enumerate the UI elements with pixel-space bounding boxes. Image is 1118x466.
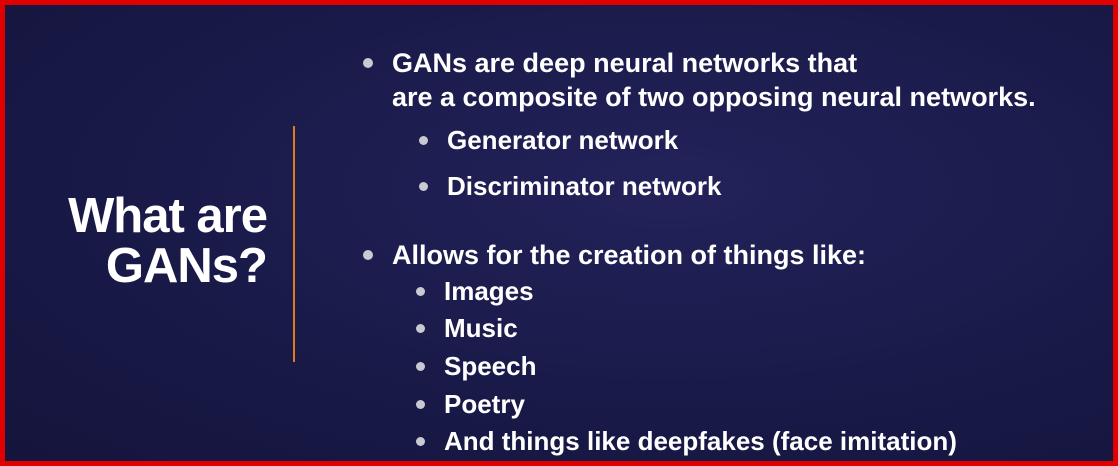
bullet-dot-icon xyxy=(363,58,373,68)
sub-item-text: Images xyxy=(444,276,534,306)
bullet-item-creation: Allows for the creation of things like: xyxy=(363,238,867,272)
sub-item-discriminator: Discriminator network xyxy=(419,170,722,202)
sub-bullet-dot-icon xyxy=(416,362,425,371)
bullet-item-gans-definition: GANs are deep neural networks that are a… xyxy=(363,46,1036,114)
sub-item-text: Speech xyxy=(444,351,537,381)
sub-bullet-dot-icon xyxy=(419,182,428,191)
slide-title-line-1: What are xyxy=(68,189,268,243)
sub-item-text: Poetry xyxy=(444,389,525,419)
bullet-text-line-2: are a composite of two opposing neural n… xyxy=(392,82,1036,112)
bullet-text-line-1: Allows for the creation of things like: xyxy=(392,240,867,270)
sub-bullet-dot-icon xyxy=(416,324,425,333)
sub-item-images: Images xyxy=(416,275,534,307)
sub-item-deepfakes: And things like deepfakes (face imitatio… xyxy=(416,425,957,457)
sub-bullet-dot-icon xyxy=(416,437,425,446)
sub-item-text: Discriminator network xyxy=(447,171,722,201)
sub-item-generator: Generator network xyxy=(419,124,679,156)
sub-item-poetry: Poetry xyxy=(416,388,525,420)
slide-title: What are GANs? xyxy=(5,189,268,293)
bullet-list: GANs are deep neural networks that are a… xyxy=(5,5,1113,461)
sub-item-text: Generator network xyxy=(447,125,679,155)
sub-item-text: Music xyxy=(444,313,518,343)
sub-item-text: And things like deepfakes (face imitatio… xyxy=(444,426,957,456)
sub-item-music: Music xyxy=(416,312,518,344)
sub-bullet-dot-icon xyxy=(419,136,428,145)
slide-title-line-2: GANs? xyxy=(105,239,268,293)
bullet-dot-icon xyxy=(363,250,373,260)
sub-item-speech: Speech xyxy=(416,350,537,382)
bullet-text-line-1: GANs are deep neural networks that xyxy=(392,48,858,78)
sub-bullet-dot-icon xyxy=(416,400,425,409)
sub-bullet-dot-icon xyxy=(416,287,425,296)
vertical-divider xyxy=(293,126,295,362)
